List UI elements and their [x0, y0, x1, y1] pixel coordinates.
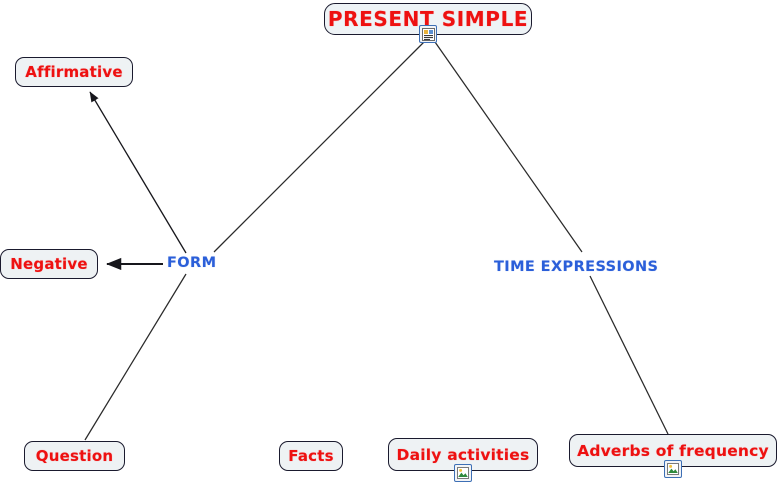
node-facts[interactable]: Facts: [279, 441, 343, 471]
node-label-negative: Negative: [10, 255, 88, 273]
edge-time-expressions-to-adverbs: [589, 275, 669, 435]
node-question[interactable]: Question: [24, 441, 125, 471]
picture-icon[interactable]: [664, 460, 682, 478]
node-adverbs-of-frequency[interactable]: Adverbs of frequency: [569, 434, 777, 467]
node-affirmative[interactable]: Affirmative: [15, 57, 133, 87]
label-form[interactable]: FORM: [167, 255, 217, 271]
node-label-adverbs-of-frequency: Adverbs of frequency: [577, 441, 769, 460]
node-label-daily-activities: Daily activities: [396, 445, 530, 464]
picture-icon[interactable]: [454, 464, 472, 482]
node-present-simple[interactable]: PRESENT SIMPLE: [324, 3, 532, 35]
node-label-facts: Facts: [288, 447, 334, 465]
label-time-expressions[interactable]: TIME EXPRESSIONS: [494, 259, 659, 275]
edge-form-to-affirmative: [89, 91, 187, 254]
edge-root-to-form: [213, 41, 425, 253]
node-negative[interactable]: Negative: [0, 249, 98, 279]
document-note-icon[interactable]: [419, 25, 437, 43]
edge-form-to-question: [84, 273, 187, 441]
edge-root-to-time-expressions: [434, 41, 583, 253]
node-label-affirmative: Affirmative: [25, 63, 123, 81]
node-label-question: Question: [35, 447, 114, 465]
